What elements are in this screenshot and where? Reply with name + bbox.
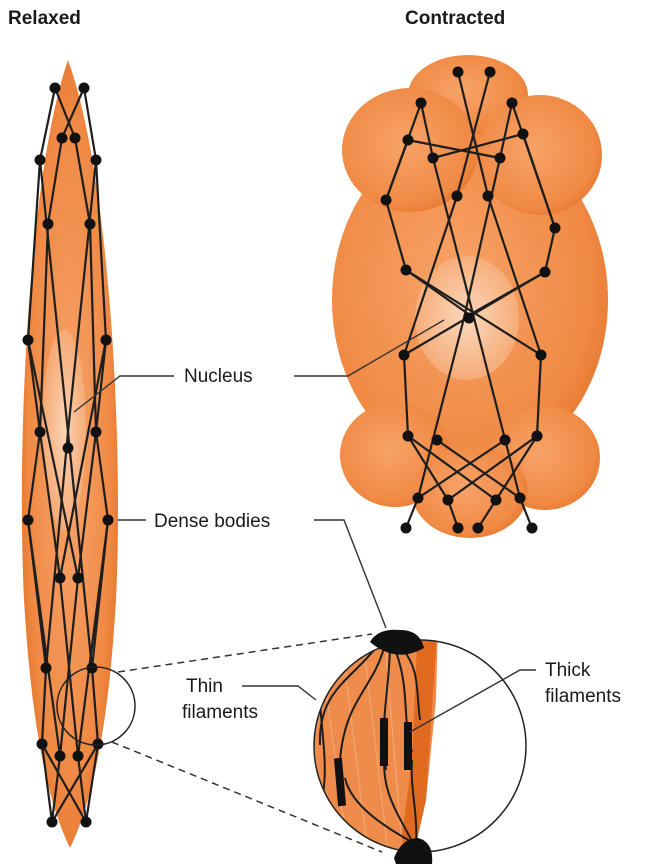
label-thin-filaments-line1: Thin bbox=[186, 676, 223, 697]
label-dense-bodies: Dense bodies bbox=[154, 511, 270, 532]
label-nucleus: Nucleus bbox=[184, 366, 253, 387]
relaxed-title: Relaxed bbox=[8, 8, 81, 29]
contracted-cell bbox=[332, 55, 608, 538]
contracted-title: Contracted bbox=[405, 8, 505, 29]
zoom-guide-top bbox=[118, 634, 372, 672]
label-thin-filaments-line2: filaments bbox=[182, 702, 258, 723]
label-thick-filaments-line2: filaments bbox=[545, 686, 621, 707]
magnified-view bbox=[112, 620, 526, 864]
label-thick-filaments-line1: Thick bbox=[545, 660, 591, 681]
relaxed-cell bbox=[22, 60, 135, 848]
